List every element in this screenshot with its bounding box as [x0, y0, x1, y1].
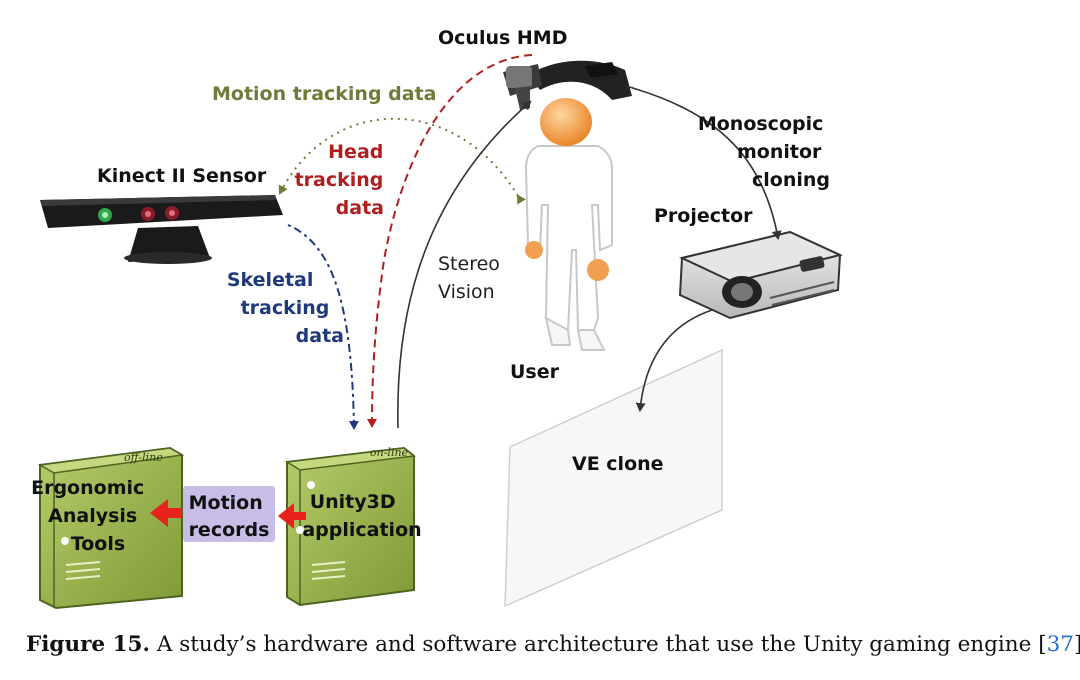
unity-server-icon: [284, 446, 416, 607]
figure-caption: Figure 15. A study’s hardware and softwa…: [26, 632, 1080, 657]
offline-label: off-line: [124, 451, 163, 464]
unity-to-records-arrow: [278, 503, 306, 529]
unity-application-label: Unity3D application: [302, 491, 421, 541]
monoscopic-cloning-label: Monoscopic monitor cloning: [698, 113, 830, 191]
projector-icon: [678, 230, 843, 320]
ergonomic-server-icon: [37, 446, 185, 610]
monoscopic-cloning-arrow: [625, 85, 782, 240]
kinect-sensor-icon: [40, 195, 283, 264]
head-tracking-label: Head tracking data: [295, 141, 390, 219]
kinect-sensor-label: Kinect II Sensor: [97, 165, 267, 187]
motion-records-box: [183, 486, 275, 542]
user-figure-icon: [524, 98, 613, 351]
stereo-vision-arrow: [397, 100, 532, 429]
projection-arrow: [635, 309, 713, 412]
skeletal-tracking-arrow: [287, 224, 359, 430]
records-to-ergonomic-arrow: [150, 499, 182, 527]
oculus-hmd-icon: [503, 60, 632, 110]
stereo-vision-label: Stereo Vision: [438, 253, 506, 303]
ergonomic-tools-label: Ergonomic Analysis Tools: [31, 477, 151, 555]
online-label: on-line: [370, 446, 409, 459]
user-label: User: [510, 361, 560, 383]
ve-clone-screen: [504, 348, 723, 608]
caption-end: ].: [1074, 632, 1080, 657]
ve-clone-label: VE clone: [572, 453, 664, 475]
oculus-hmd-label: Oculus HMD: [438, 27, 567, 49]
citation-link[interactable]: 37: [1046, 632, 1074, 657]
projector-label: Projector: [654, 205, 753, 227]
skeletal-tracking-label: Skeletal tracking data: [227, 269, 344, 347]
motion-records-label: Motion records: [189, 492, 270, 541]
motion-tracking-label: Motion tracking data: [212, 83, 437, 105]
caption-text: A study’s hardware and software architec…: [150, 632, 1047, 657]
figure-number: Figure 15.: [26, 632, 150, 657]
head-tracking-arrow: [367, 54, 533, 428]
